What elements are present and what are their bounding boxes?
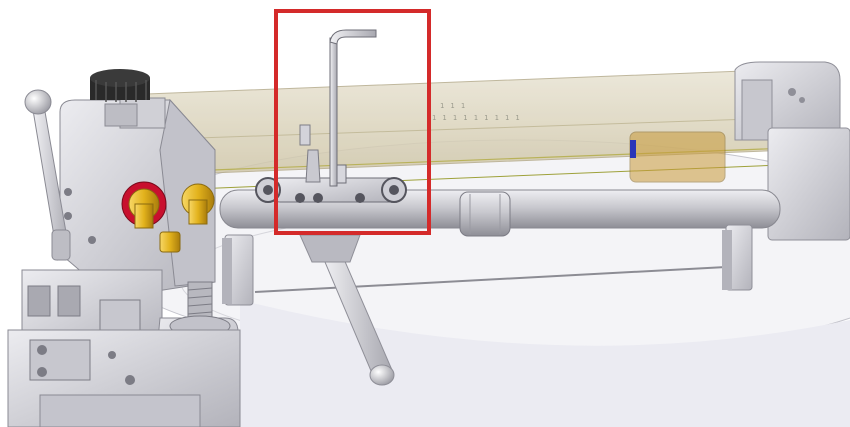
rail-engraving-bottom: 1 1 1 1 1 1 1 1 1 (432, 114, 521, 122)
rail-engraving-top: 1 1 1 (440, 102, 466, 110)
rod-support-legs (222, 224, 753, 306)
right-end-housing (734, 61, 850, 241)
amber-sleeve (629, 131, 726, 183)
highlight-box (274, 9, 431, 235)
left-lever-handle (24, 89, 71, 261)
brass-fittings (121, 181, 215, 253)
knurled-knob (90, 69, 150, 127)
allen-key (329, 29, 377, 187)
base-clamp-blocks (7, 269, 241, 427)
